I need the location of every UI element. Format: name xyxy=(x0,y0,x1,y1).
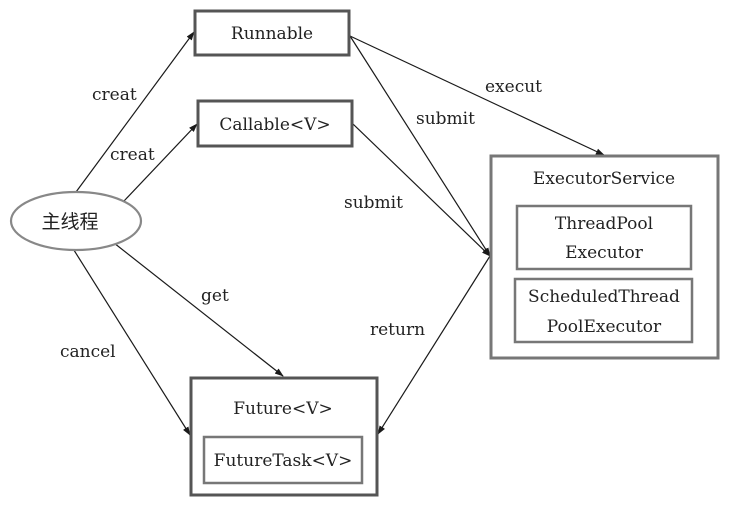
node-future-task: FutureTask<V> xyxy=(202,435,364,485)
edge-get xyxy=(113,242,284,377)
future-task-box xyxy=(202,435,364,485)
edge-submit-callable xyxy=(352,123,491,257)
edge-label-return: return xyxy=(370,320,425,340)
main-thread-ellipse xyxy=(9,190,143,252)
callable-box xyxy=(196,99,354,148)
edge-creat-callable xyxy=(123,123,198,202)
edge-return xyxy=(377,255,491,435)
runnable-label: Runnable xyxy=(231,24,313,44)
future-task-label: FutureTask<V> xyxy=(214,451,353,471)
thread-pool-executor-label-line2: Executor xyxy=(565,243,644,263)
edge-cancel xyxy=(71,246,191,436)
edge-submit-runnable xyxy=(349,35,491,257)
node-main-thread: 主线程 xyxy=(9,190,143,252)
thread-pool-executor-box xyxy=(515,204,693,271)
scheduled-thread-pool-executor-label-line1: ScheduledThread xyxy=(528,287,680,307)
edge-label-creat-runnable: creat xyxy=(92,85,137,105)
node-runnable: Runnable xyxy=(193,9,351,57)
executor-service-label: ExecutorService xyxy=(533,169,675,189)
node-callable: Callable<V> xyxy=(196,99,354,148)
edge-creat-runnable xyxy=(75,31,195,193)
node-scheduled-thread-pool-executor: ScheduledThread PoolExecutor xyxy=(513,277,694,344)
edge-labels: creat creat execut submit submit get can… xyxy=(60,77,542,362)
node-future: Future<V> FutureTask<V> xyxy=(189,376,379,497)
runnable-box xyxy=(193,9,351,57)
thread-pool-executor-label-line1: ThreadPool xyxy=(555,214,653,234)
edge-label-execut: execut xyxy=(485,77,542,97)
node-thread-pool-executor: ThreadPool Executor xyxy=(515,204,693,271)
main-thread-label: 主线程 xyxy=(41,211,98,233)
scheduled-thread-pool-executor-label-line2: PoolExecutor xyxy=(547,317,662,337)
edge-label-submit-callable: submit xyxy=(344,193,403,213)
future-label: Future<V> xyxy=(233,399,332,419)
edge-execut xyxy=(349,35,605,156)
node-executor-service: ExecutorService ThreadPool Executor Sche… xyxy=(489,154,720,360)
scheduled-thread-pool-executor-box xyxy=(513,277,694,344)
edge-label-creat-callable: creat xyxy=(110,145,155,165)
edge-label-get: get xyxy=(201,286,229,306)
edge-label-submit-runnable: submit xyxy=(416,109,475,129)
edges xyxy=(71,31,605,436)
edge-label-cancel: cancel xyxy=(60,342,116,362)
callable-label: Callable<V> xyxy=(219,115,330,135)
